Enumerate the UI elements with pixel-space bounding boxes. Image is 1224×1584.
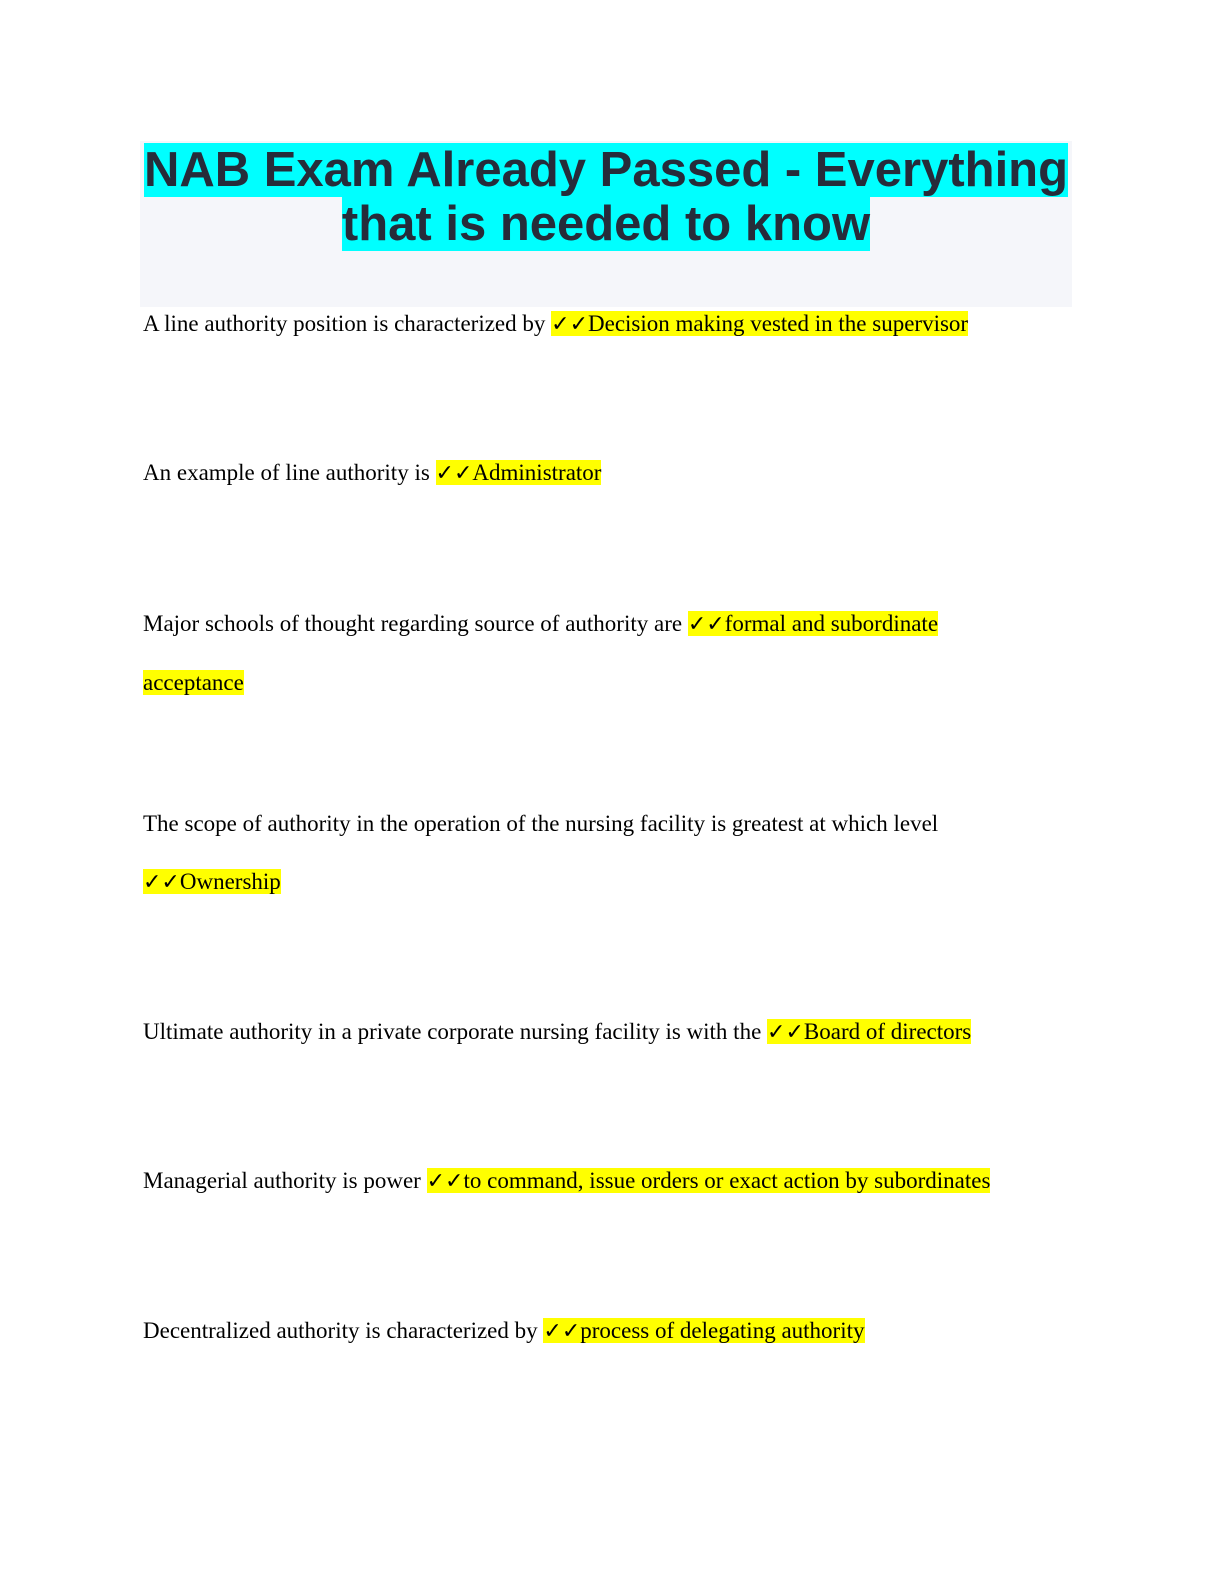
- question-text: Major schools of thought regarding sourc…: [143, 611, 683, 636]
- qa-item: Decentralized authority is characterized…: [143, 1302, 1043, 1361]
- answer-text: formal and subordinate acceptance: [143, 611, 939, 695]
- title-highlight: NAB Exam Already Passed - Everything tha…: [143, 143, 1069, 251]
- double-check-icon: ✓✓: [767, 1020, 804, 1045]
- answer-highlight: ✓✓Board of directors: [767, 1019, 972, 1045]
- qa-item: Ultimate authority in a private corporat…: [143, 1003, 1043, 1062]
- double-check-icon: ✓✓: [426, 1169, 464, 1194]
- answer-text: Board of directors: [803, 1019, 972, 1044]
- answer-highlight: ✓✓Ownership: [143, 869, 281, 895]
- double-check-icon: ✓✓: [143, 870, 180, 895]
- document-title: NAB Exam Already Passed - Everything tha…: [140, 141, 1072, 251]
- answer-highlight: ✓✓Decision making vested in the supervis…: [551, 311, 969, 337]
- question-text: An example of line authority is: [143, 460, 430, 485]
- question-text: Decentralized authority is characterized…: [143, 1318, 538, 1343]
- double-check-icon: ✓✓: [543, 1319, 581, 1344]
- double-check-icon: ✓✓: [435, 461, 473, 486]
- question-text: Managerial authority is power: [143, 1168, 421, 1193]
- question-text: Ultimate authority in a private corporat…: [143, 1019, 762, 1044]
- double-check-icon: ✓✓: [687, 612, 725, 637]
- qa-item: The scope of authority in the operation …: [143, 795, 1043, 912]
- answer-text: Administrator: [472, 460, 602, 485]
- qa-item: A line authority position is characteriz…: [143, 295, 1043, 354]
- answer-text: Ownership: [179, 869, 281, 894]
- double-check-icon: ✓✓: [551, 312, 589, 337]
- qa-item: An example of line authority is ✓✓Admini…: [143, 444, 1043, 503]
- qa-item: Major schools of thought regarding sourc…: [143, 595, 1043, 712]
- answer-highlight: ✓✓Administrator: [435, 460, 602, 486]
- answer-highlight: ✓✓process of delegating authority: [543, 1318, 865, 1344]
- qa-item: Managerial authority is power ✓✓to comma…: [143, 1152, 1043, 1211]
- question-text: A line authority position is characteriz…: [143, 311, 546, 336]
- question-text: The scope of authority in the operation …: [143, 811, 939, 836]
- answer-text: Decision making vested in the supervisor: [588, 311, 969, 336]
- title-block: NAB Exam Already Passed - Everything tha…: [140, 141, 1072, 307]
- answer-text: to command, issue orders or exact action…: [463, 1168, 991, 1193]
- answer-highlight: ✓✓to command, issue orders or exact acti…: [426, 1168, 991, 1194]
- answer-text: process of delegating authority: [580, 1318, 865, 1343]
